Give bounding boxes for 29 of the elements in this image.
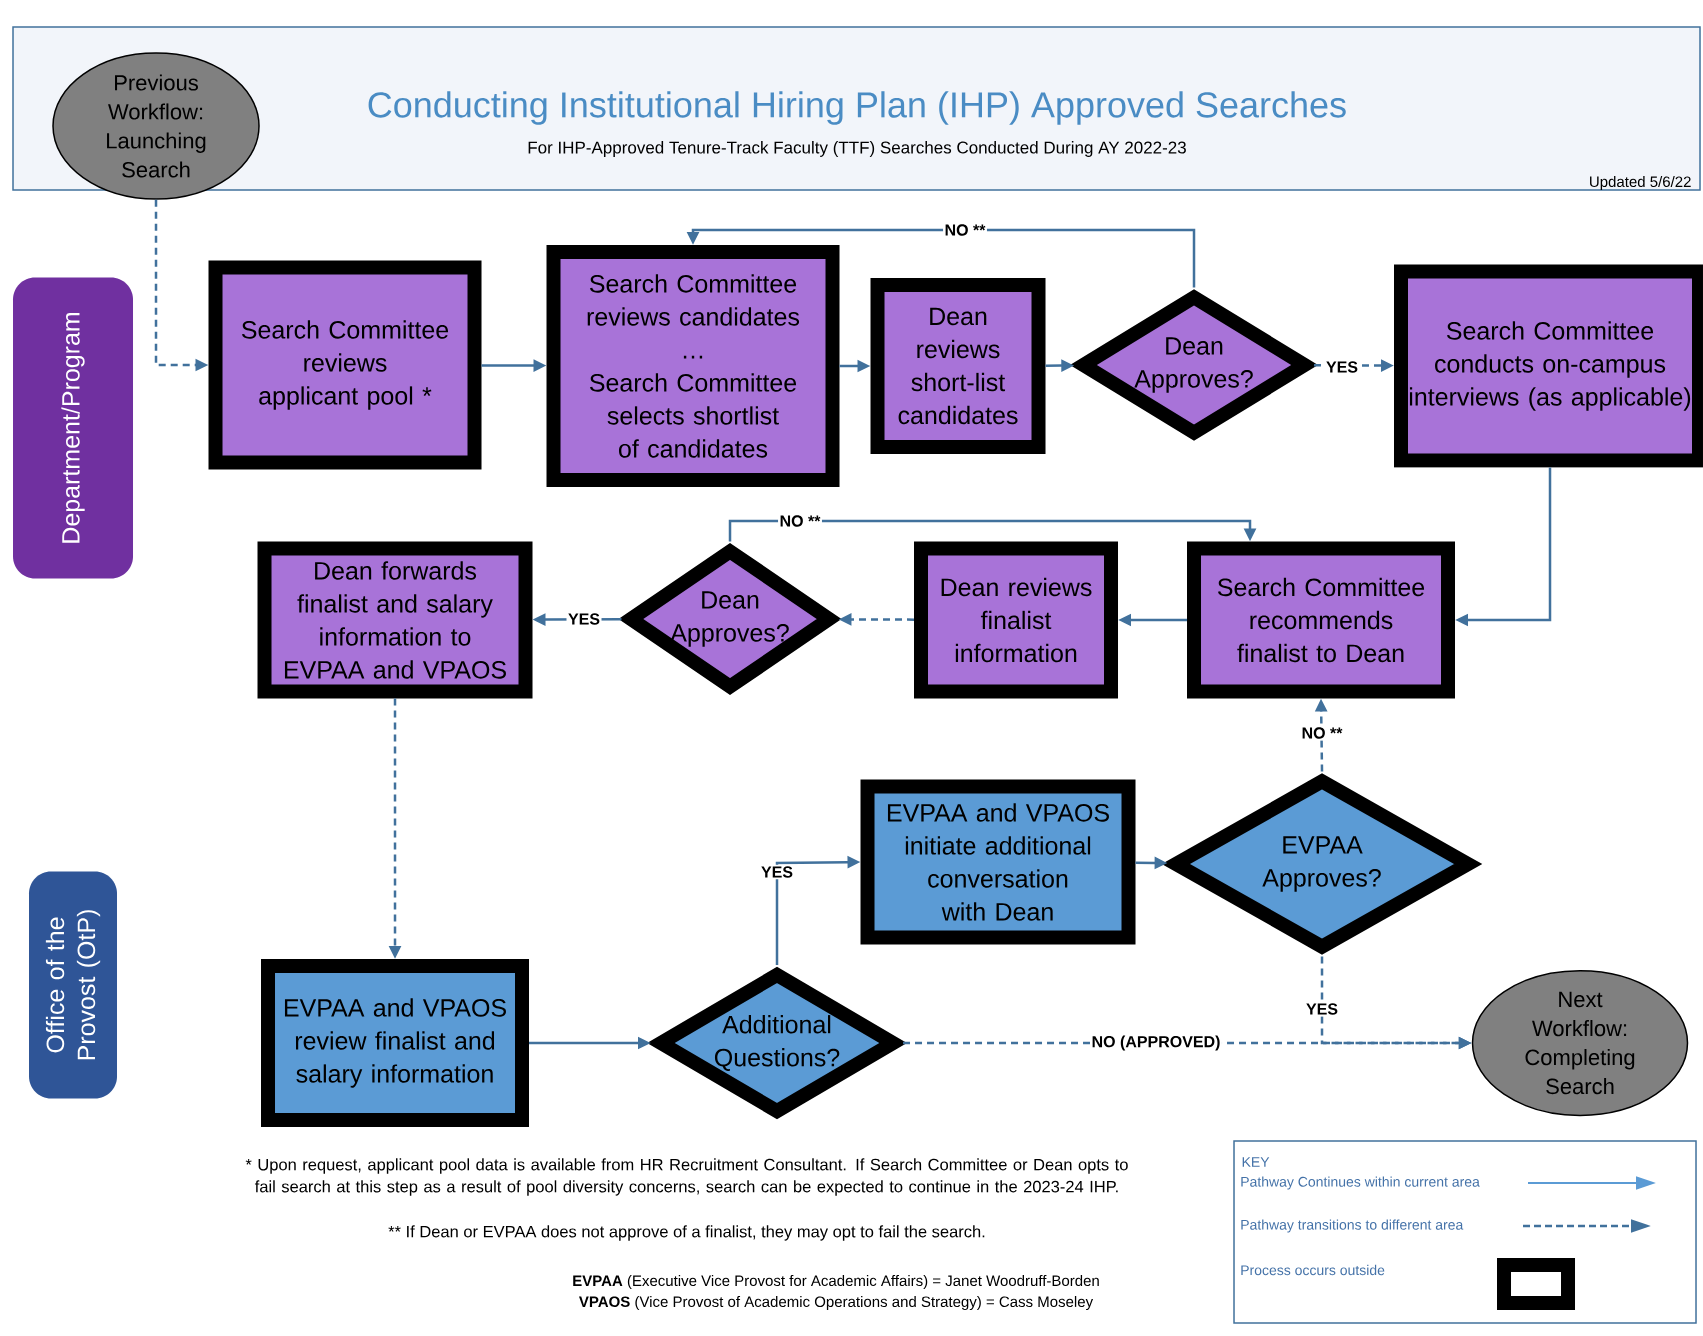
subtitle: For IHP-Approved Tenure-Track Faculty (TTF) Searches Conducted During AY 2022-23 bbox=[528, 141, 1186, 157]
process-box: EVPAA and VPAOS initiate additional conversation with Dean bbox=[860, 779, 1136, 945]
process-box: Search Committee reviews candidates … Search Committee selects shortlist of candidates bbox=[546, 245, 840, 487]
title: Conducting Institutional Hiring Plan (IHP) Approved Searches bbox=[368, 91, 1346, 125]
footnote: ** If Dean or EVPAA does not approve of a finalist, they may opt to fail the search. bbox=[388, 1225, 985, 1241]
process-box: Dean forwards finalist and salary information to EVPAA and VPAOS bbox=[257, 541, 533, 699]
lane-label: Office of the Provost (OtP) bbox=[29, 871, 117, 1099]
edge-label: NO (APPROVED) bbox=[1090, 1034, 1222, 1052]
process-box: Search Committee reviews applicant pool * bbox=[208, 260, 482, 470]
arrow bbox=[728, 519, 1257, 542]
process-box: Search Committee conducts on-campus interviews (as applicable) bbox=[1394, 264, 1703, 468]
definition: VPAOS (Vice Provost of Academic Operations and Strategy) = Cass Moseley bbox=[579, 1296, 1094, 1310]
definition: EVPAA (Executive Vice Provost for Academic Affairs) = Janet Woodruff-Borden bbox=[573, 1275, 1099, 1289]
update-date: Updated 5/6/22 bbox=[1590, 176, 1691, 190]
edge-label: NO ** bbox=[943, 222, 987, 238]
legend-heading: KEY bbox=[1242, 1157, 1270, 1167]
edge-label: NO ** bbox=[778, 513, 822, 529]
edge-label: YES bbox=[1324, 359, 1360, 375]
edge-label: YES bbox=[566, 611, 602, 627]
process-box: Dean reviews finalist information bbox=[914, 541, 1118, 699]
process-box: EVPAA and VPAOS review finalist and salary information bbox=[261, 959, 529, 1127]
edge-label: YES bbox=[1304, 1001, 1340, 1017]
legend-entry: Process occurs outside bbox=[1241, 1258, 1575, 1310]
lane-label: Department/Program bbox=[13, 277, 133, 579]
process-box: Search Committee recommends finalist to Dean bbox=[1187, 541, 1455, 699]
process-box: Dean reviews short-list candidates bbox=[870, 278, 1046, 454]
edge-label: YES bbox=[759, 864, 795, 880]
footnote: * Upon request, applicant pool data is available from HR Recruitment Consultant. If Search Committee or Dean opts to fail search at this step as a result of pool diversity concerns, search can be expected to continue in the 2023-24 IHP. bbox=[245, 1158, 1128, 1196]
edge-label: NO ** bbox=[1300, 725, 1344, 741]
